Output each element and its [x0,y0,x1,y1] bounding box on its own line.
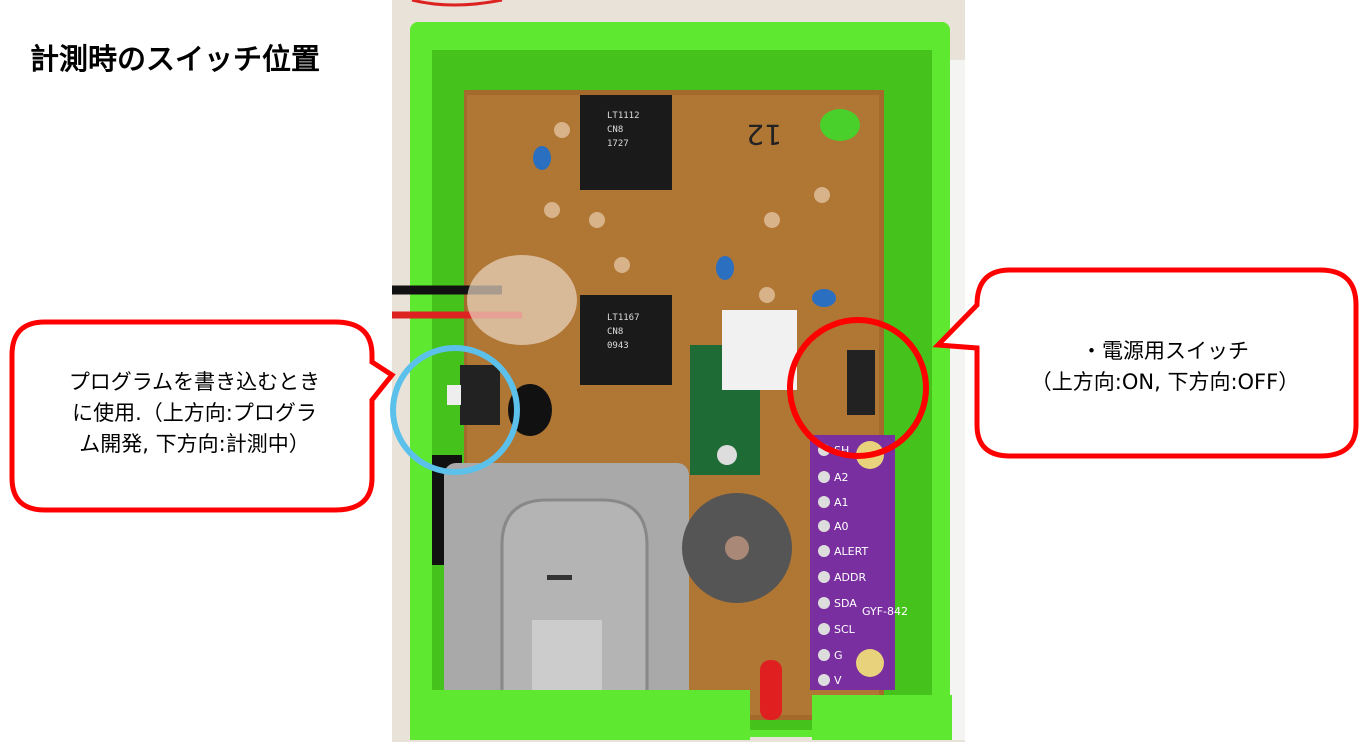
svg-text:SDA: SDA [834,597,857,610]
svg-text:A2: A2 [834,471,849,484]
svg-text:LT1167: LT1167 [607,313,640,323]
connector [722,310,797,390]
power-switch [847,350,875,415]
svg-text:G: G [834,649,843,662]
program-switch [460,365,500,425]
svg-text:LT1112: LT1112 [607,111,640,121]
svg-text:A0: A0 [834,520,849,533]
svg-text:SCL: SCL [834,623,856,636]
svg-text:GYF-842: GYF-842 [862,605,908,618]
power-switch-callout-text: ・電源用スイッチ （上方向:ON, 下方向:OFF） [985,336,1345,398]
chip-lt1167 [580,295,672,385]
slide-title: 計測時のスイッチ位置 [30,42,321,76]
device-photo: 12 LT1112 CN8 1727 LT1167 CN8 0943 SH A2 [392,0,965,742]
svg-text:1727: 1727 [607,139,629,149]
svg-text:SH: SH [834,444,849,457]
callout-line: ・電源用スイッチ [1081,339,1249,363]
callout-line: ム開発, 下方向:計測中） [79,432,310,456]
callout-line: （上方向:ON, 下方向:OFF） [1030,370,1300,394]
svg-text:A1: A1 [834,496,849,509]
callout-line: に使用.（上方向:プログラ [72,401,317,425]
svg-text:CN8: CN8 [607,327,623,337]
program-switch-callout-text: プログラムを書き込むとき に使用.（上方向:プログラ ム開発, 下方向:計測中） [22,367,367,460]
svg-text:V: V [834,674,842,687]
callout-line: プログラムを書き込むとき [68,370,321,394]
svg-text:ADDR: ADDR [834,571,866,584]
wire [411,0,503,7]
chip-lt1112 [580,95,672,190]
svg-text:CN8: CN8 [607,125,623,135]
svg-text:0943: 0943 [607,341,629,351]
board-label: 12 [746,118,782,151]
led [760,660,782,720]
svg-text:ALERT: ALERT [834,545,868,558]
